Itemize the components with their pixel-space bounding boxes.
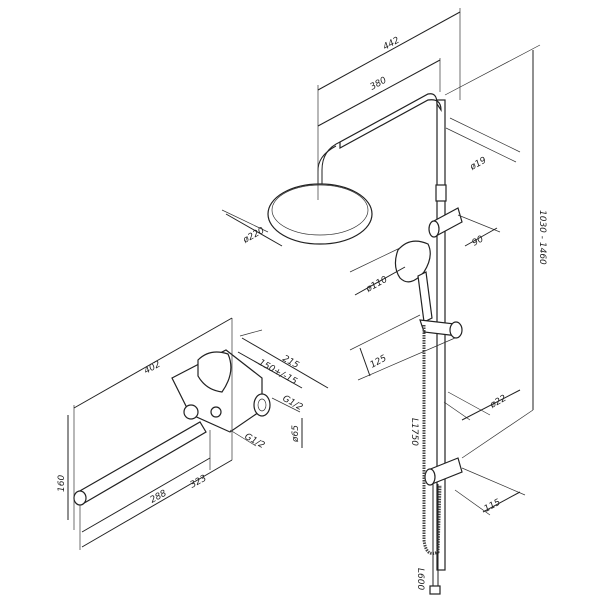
dim-spout-length-1: 323 bbox=[189, 473, 209, 490]
hand-shower-icon bbox=[394, 240, 431, 283]
dim-body-depth: 215 bbox=[281, 354, 301, 371]
dim-overhead-diameter: ø220 bbox=[241, 226, 267, 246]
dim-arm-reach: 380 bbox=[369, 75, 389, 92]
dim-hose-length: L1750 bbox=[409, 418, 419, 446]
dim-lower-hose-length: L600 bbox=[415, 568, 425, 590]
pipe-joint bbox=[435, 184, 447, 202]
shower-column bbox=[267, 93, 463, 595]
dim-inlet-thread: G1/2 bbox=[281, 394, 305, 413]
dim-outlet-thread: G1/2 bbox=[243, 432, 267, 451]
shower-arm bbox=[339, 93, 442, 150]
dim-wall-offset: 90 bbox=[471, 234, 486, 248]
shower-dimensions: 442 380 ø19 1030 - 1460 ø220 90 ø110 125… bbox=[221, 8, 547, 590]
arm-bend bbox=[321, 141, 341, 196]
diverter-knob bbox=[183, 404, 199, 420]
bath-mixer bbox=[73, 349, 271, 506]
dim-flange-diameter: ø65 bbox=[291, 425, 301, 443]
dim-hand-shower-diameter: ø110 bbox=[364, 275, 390, 295]
dim-pipe-diameter: ø22 bbox=[488, 394, 509, 412]
wall-flange bbox=[253, 393, 271, 417]
dim-total-length: 402 bbox=[143, 359, 163, 376]
dim-height-range: 1030 - 1460 bbox=[537, 210, 547, 265]
overhead-shower-icon bbox=[267, 183, 373, 245]
dim-height: 160 bbox=[57, 475, 67, 492]
dim-pipe-diameter-top: ø19 bbox=[468, 156, 489, 174]
lever-handle bbox=[197, 351, 232, 393]
dim-bottom-offset: 115 bbox=[483, 497, 503, 514]
spout bbox=[73, 421, 207, 505]
hand-shower-handle bbox=[417, 271, 433, 323]
hose-nut bbox=[429, 585, 441, 595]
